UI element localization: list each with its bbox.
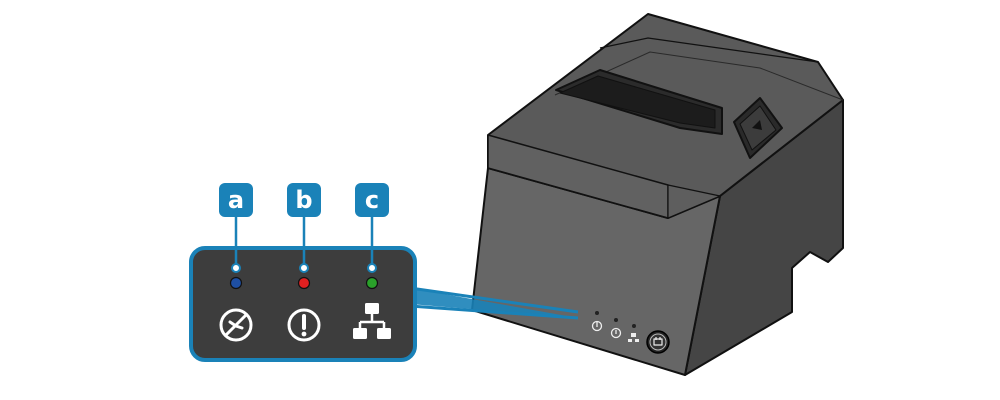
- callout-connector-top: [409, 286, 579, 314]
- paper-slot-inner: [559, 75, 716, 129]
- callout-label-c: c: [365, 186, 379, 214]
- led-c: [365, 276, 379, 290]
- front-error-icon: [610, 327, 622, 339]
- front-network-icon-r: [635, 339, 639, 342]
- callout-label-b: b: [295, 186, 312, 214]
- error-exclamation-icon: [287, 308, 321, 342]
- leader-lines: [234, 216, 374, 265]
- lever-arrow-icon: [752, 120, 762, 130]
- callout-badge-c: c: [355, 183, 389, 217]
- printer-front-bevel: [667, 184, 721, 219]
- callout-label-a: a: [228, 186, 244, 214]
- callout-badge-b: b: [287, 183, 321, 217]
- front-led-error: [614, 318, 618, 322]
- front-network-icon-l: [628, 339, 632, 342]
- power-icon: [219, 308, 253, 342]
- led-b: [297, 276, 311, 290]
- front-power-icon: [591, 320, 603, 332]
- front-network-icon: [631, 333, 636, 337]
- printer: [471, 13, 844, 376]
- leader-anchor-dots: [231, 263, 377, 273]
- front-led-indicators: [591, 311, 639, 342]
- feed-button[interactable]: [646, 330, 670, 354]
- front-led-power: [595, 311, 599, 315]
- paper-feed-icon: [653, 337, 663, 346]
- front-led-network: [632, 324, 636, 328]
- leader-anchor-a: [231, 263, 241, 273]
- lid-ridge-line: [599, 37, 819, 63]
- printer-right-side: [684, 99, 844, 376]
- network-icon: [353, 303, 391, 339]
- callout-connector-bottom: [409, 304, 579, 320]
- led-a: [229, 276, 243, 290]
- callout-badge-a: a: [219, 183, 253, 217]
- leader-anchor-b: [299, 263, 309, 273]
- leader-anchor-c: [367, 263, 377, 273]
